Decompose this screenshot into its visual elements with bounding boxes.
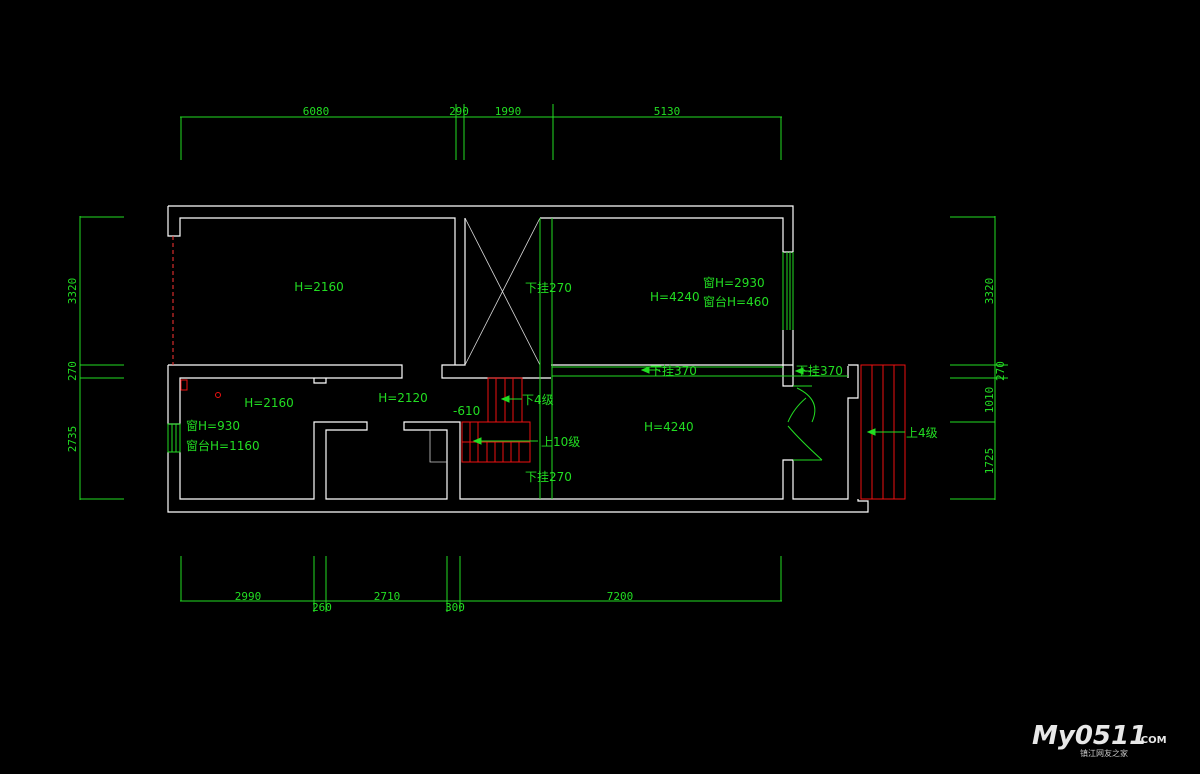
dimension-values-right: 3320 270 1010 1725	[983, 278, 1007, 475]
dimension-values-left: 3320 270 2735	[66, 278, 79, 453]
dim-bottom-1: 2990	[235, 590, 262, 603]
label-void-drop: 下挂270	[525, 281, 572, 295]
dim-left-3: 2735	[66, 426, 79, 453]
label-upper-right-height: H=4240	[650, 290, 700, 304]
watermark-brand: My0511	[1032, 721, 1147, 751]
misc-details	[180, 379, 447, 463]
label-stair-up: 上10级	[541, 435, 580, 449]
dimension-values-top: 6080 290 1990 5130	[303, 105, 681, 118]
label-step-level: -610	[453, 404, 480, 418]
walls	[167, 205, 869, 513]
watermark-subtitle: 镇江网友之家	[1080, 748, 1128, 758]
dim-right-3: 1010	[983, 387, 996, 414]
dim-right-1: 3320	[983, 278, 996, 305]
room-annotations: H=2160 H=2160 窗H=930 窗台H=1160 H=2120 H=4…	[186, 276, 938, 484]
window-right	[782, 252, 794, 330]
dim-right-4: 1725	[983, 448, 996, 475]
label-lower-left-height: H=2160	[244, 396, 294, 410]
label-upper-left-height: H=2160	[294, 280, 344, 294]
label-outside-stair-up: 上4级	[906, 426, 938, 440]
dim-top-2: 290	[449, 105, 469, 118]
label-lower-left-window: 窗H=930	[186, 419, 240, 433]
label-stair-down: 下4级	[522, 393, 554, 407]
dim-left-1: 3320	[66, 278, 79, 305]
watermark-logo: My0511 .COM 镇江网友之家	[1032, 721, 1167, 758]
stair-void	[464, 217, 541, 366]
double-door	[787, 385, 823, 461]
dim-bottom-4: 300	[445, 601, 465, 614]
dimension-values-bottom: 2990 260 2710 300 7200	[235, 590, 634, 614]
window-left-lower	[167, 423, 181, 453]
label-lower-right-height: H=4240	[644, 420, 694, 434]
dim-left-2: 270	[66, 361, 79, 381]
watermark-suffix: .COM	[1137, 735, 1167, 746]
dim-bottom-5: 7200	[607, 590, 634, 603]
dim-top-3: 1990	[495, 105, 522, 118]
stair-up-10	[461, 421, 531, 463]
label-lower-left-sill: 窗台H=1160	[186, 438, 260, 453]
label-upper-right-window: 窗H=2930	[703, 276, 765, 290]
label-stair-drop: 下挂270	[525, 470, 572, 484]
dim-right-2: 270	[994, 361, 1007, 381]
dim-bottom-2: 260	[312, 601, 332, 614]
label-beam-drop-right: 下挂370	[796, 364, 843, 378]
dimension-lines	[79, 104, 1008, 612]
beam-lines	[539, 218, 848, 499]
label-upper-right-sill: 窗台H=460	[703, 294, 769, 309]
dim-top-4: 5130	[654, 105, 681, 118]
label-corridor-height: H=2120	[378, 391, 428, 405]
dim-bottom-3: 2710	[374, 590, 401, 603]
label-beam-drop-middle: 下挂370	[650, 364, 697, 378]
direction-arrows	[472, 366, 905, 445]
dim-top-1: 6080	[303, 105, 330, 118]
